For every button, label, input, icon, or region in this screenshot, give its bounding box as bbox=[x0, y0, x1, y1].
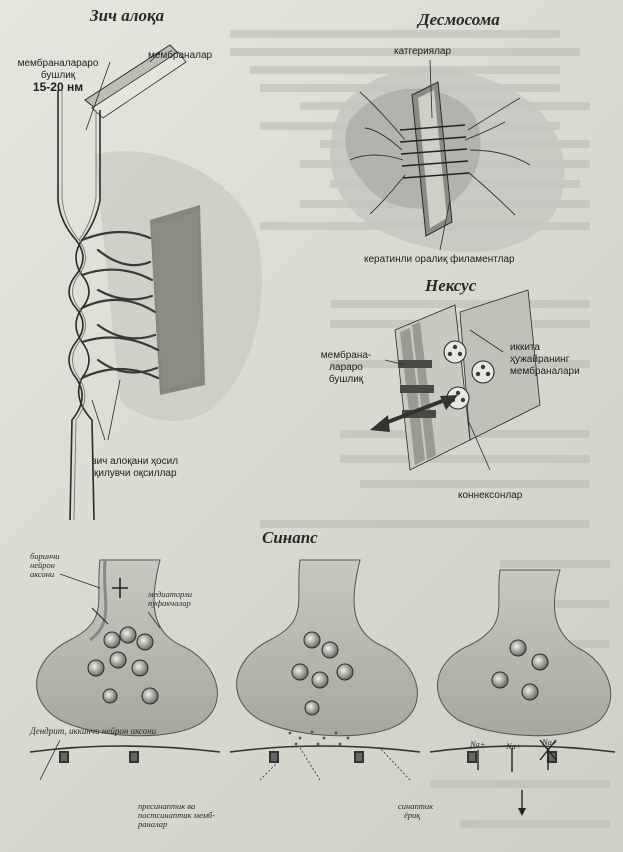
label-membranes-pre-post-3: раналар bbox=[138, 820, 167, 829]
label-nexus-space-3: бушлиқ bbox=[306, 374, 386, 385]
synapse-drawing bbox=[30, 560, 615, 816]
label-nexus-space-1: мембрана- bbox=[306, 350, 386, 361]
synapse-title: Синапс bbox=[262, 528, 318, 548]
label-connexons: коннексонлар bbox=[458, 490, 522, 501]
label-sodium-ion-3: Na+ bbox=[542, 738, 558, 747]
label-junction-proteins-1: зич алоқани ҳосил bbox=[92, 456, 178, 467]
gap-junction-title: Зич алоқа bbox=[90, 6, 164, 26]
label-intermembrane-space-1: мембраналараро bbox=[8, 58, 108, 69]
label-synaptic-cleft-2: ёриқ bbox=[404, 811, 420, 820]
gap-junction-drawing bbox=[58, 45, 262, 520]
label-cell-membranes-2: ҳужайранинг bbox=[510, 354, 569, 365]
label-gap-width: 15-20 нм bbox=[8, 82, 108, 93]
label-dendrite: Дендрит, иккинчи нейрон аксони bbox=[30, 727, 156, 736]
desmosome-title: Десмосома bbox=[418, 10, 500, 30]
label-first-neuron-3: аксони bbox=[30, 570, 54, 579]
label-catenins: катгериялар bbox=[394, 46, 451, 57]
label-keratin-filaments: кератинли оралиқ филаментлар bbox=[364, 254, 515, 265]
label-sodium-ion-1: Na+ bbox=[470, 740, 486, 749]
label-nexus-space-2: лараро bbox=[306, 362, 386, 373]
label-cell-membranes-3: мембраналари bbox=[510, 366, 580, 377]
desmosome-drawing bbox=[330, 60, 565, 252]
label-membranes: мембраналар bbox=[148, 50, 212, 61]
label-cell-membranes-1: иккита bbox=[510, 342, 540, 353]
label-mediator-vesicles-2: пуфакчалар bbox=[148, 599, 191, 608]
nexus-drawing bbox=[370, 290, 540, 470]
nexus-title: Нексус bbox=[425, 276, 476, 296]
label-junction-proteins-2: қилувчи оқсиллар bbox=[94, 468, 177, 479]
label-sodium-ion-2: Na+ bbox=[506, 742, 522, 751]
